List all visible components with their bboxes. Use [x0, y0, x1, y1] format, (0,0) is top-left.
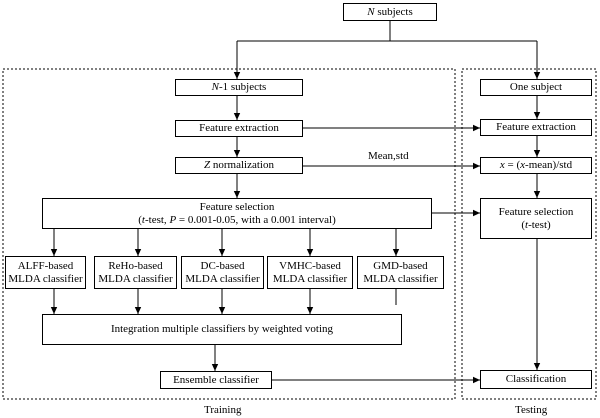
node-n-subjects: N subjects — [343, 3, 437, 21]
node-feature-extraction-train: Feature extraction — [175, 120, 303, 137]
node-ensemble-classifier: Ensemble classifier — [160, 371, 272, 389]
node-feature-selection-test: Feature selection (t-test) — [480, 198, 592, 239]
node-z-normalization: Z normalization — [175, 157, 303, 174]
edge-label-mean-std: Mean,std — [368, 150, 409, 162]
node-normalize-formula: x = (x-mean)/std — [480, 157, 592, 174]
group-label-testing: Testing — [515, 404, 548, 416]
group-label-training: Training — [204, 404, 242, 416]
node-feature-extraction-test: Feature extraction — [480, 119, 592, 136]
node-classification: Classification — [480, 370, 592, 389]
training-group-frame — [2, 68, 456, 400]
node-feature-selection-train: Feature selection (t-test, P = 0.001-0.0… — [42, 198, 432, 229]
node-integration: Integration multiple classifiers by weig… — [42, 314, 402, 345]
node-one-subject: One subject — [480, 79, 592, 96]
node-n1-subjects: N-1 subjects — [175, 79, 303, 96]
